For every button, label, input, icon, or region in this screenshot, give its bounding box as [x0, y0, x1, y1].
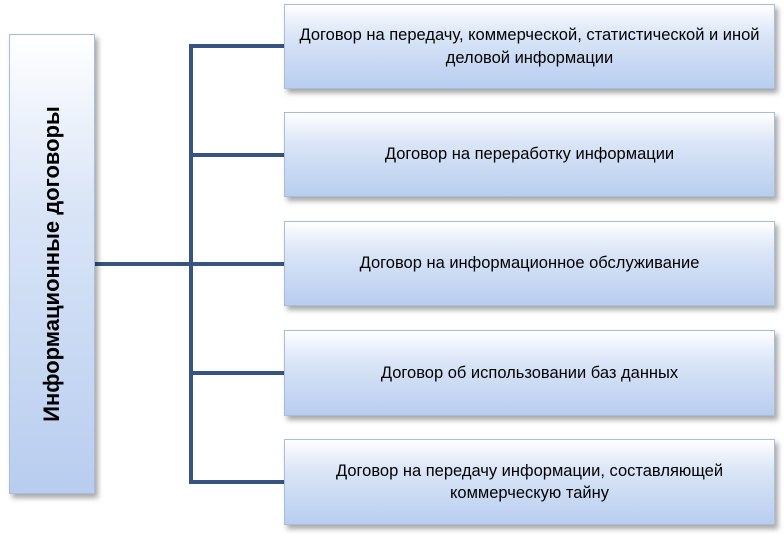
child-node-label: Договор на переработку информации [384, 145, 675, 164]
child-node-5: Договор на передачу информации, составля… [284, 439, 775, 525]
child-node-2: Договор на переработку информации [284, 112, 775, 197]
child-node-label: Договор об использовании баз данных [380, 363, 679, 382]
child-node-label: Договор на информационное обслуживание [359, 254, 700, 273]
root-node-label: Информационные договоры [39, 106, 64, 422]
child-node-label: Договор на передачу информации, составля… [335, 461, 724, 502]
child-node-4: Договор об использовании баз данных [284, 330, 775, 416]
child-node-label: Договор на передачу, коммерческой, стати… [299, 26, 760, 67]
child-node-3: Договор на информационное обслуживание [284, 221, 775, 306]
root-node: Информационные договоры [9, 34, 95, 494]
child-node-1: Договор на передачу, коммерческой, стати… [284, 4, 775, 89]
